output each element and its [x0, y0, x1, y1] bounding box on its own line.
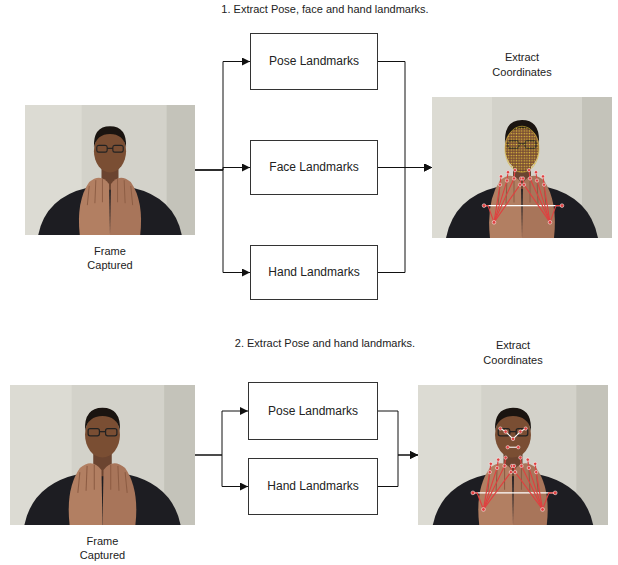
flow-arrow — [195, 170, 250, 273]
section-heading: 1. Extract Pose, face and hand landmarks… — [185, 3, 465, 16]
process-box: Pose Landmarks — [250, 33, 378, 90]
process-box: Face Landmarks — [250, 140, 378, 195]
flow-arrow — [378, 168, 432, 273]
flow-arrow — [195, 62, 250, 171]
photo-frame: Frame Captured — [10, 385, 195, 525]
flow-arrow — [378, 411, 418, 455]
photo-frame: Extract Coordinates — [432, 97, 612, 238]
image-caption: Extract Coordinates — [486, 50, 558, 79]
image-caption: Frame Captured — [67, 534, 139, 563]
box-label: Pose Landmarks — [268, 404, 358, 418]
box-label: Hand Landmarks — [267, 479, 358, 493]
process-box: Hand Landmarks — [250, 245, 378, 300]
photo-frame: Extract Coordinates — [418, 385, 608, 525]
flow-arrow — [195, 455, 248, 487]
flow-arrow — [378, 62, 432, 168]
section-heading: 2. Extract Pose and hand landmarks. — [185, 337, 465, 350]
flow-arrow — [195, 411, 248, 455]
image-caption: Frame Captured — [74, 244, 146, 273]
flow-arrow — [378, 455, 418, 487]
box-label: Pose Landmarks — [269, 54, 359, 68]
box-label: Hand Landmarks — [268, 265, 359, 279]
photo-landmarks-2 — [418, 385, 608, 525]
process-box: Hand Landmarks — [248, 458, 378, 515]
photo-frame: Frame Captured — [25, 105, 195, 235]
photo-frame-captured-1 — [25, 105, 195, 235]
photo-landmarks-1 — [432, 97, 612, 238]
process-box: Pose Landmarks — [248, 382, 378, 440]
box-label: Face Landmarks — [269, 160, 358, 174]
image-caption: Extract Coordinates — [477, 338, 549, 367]
photo-frame-captured-2 — [10, 385, 195, 525]
